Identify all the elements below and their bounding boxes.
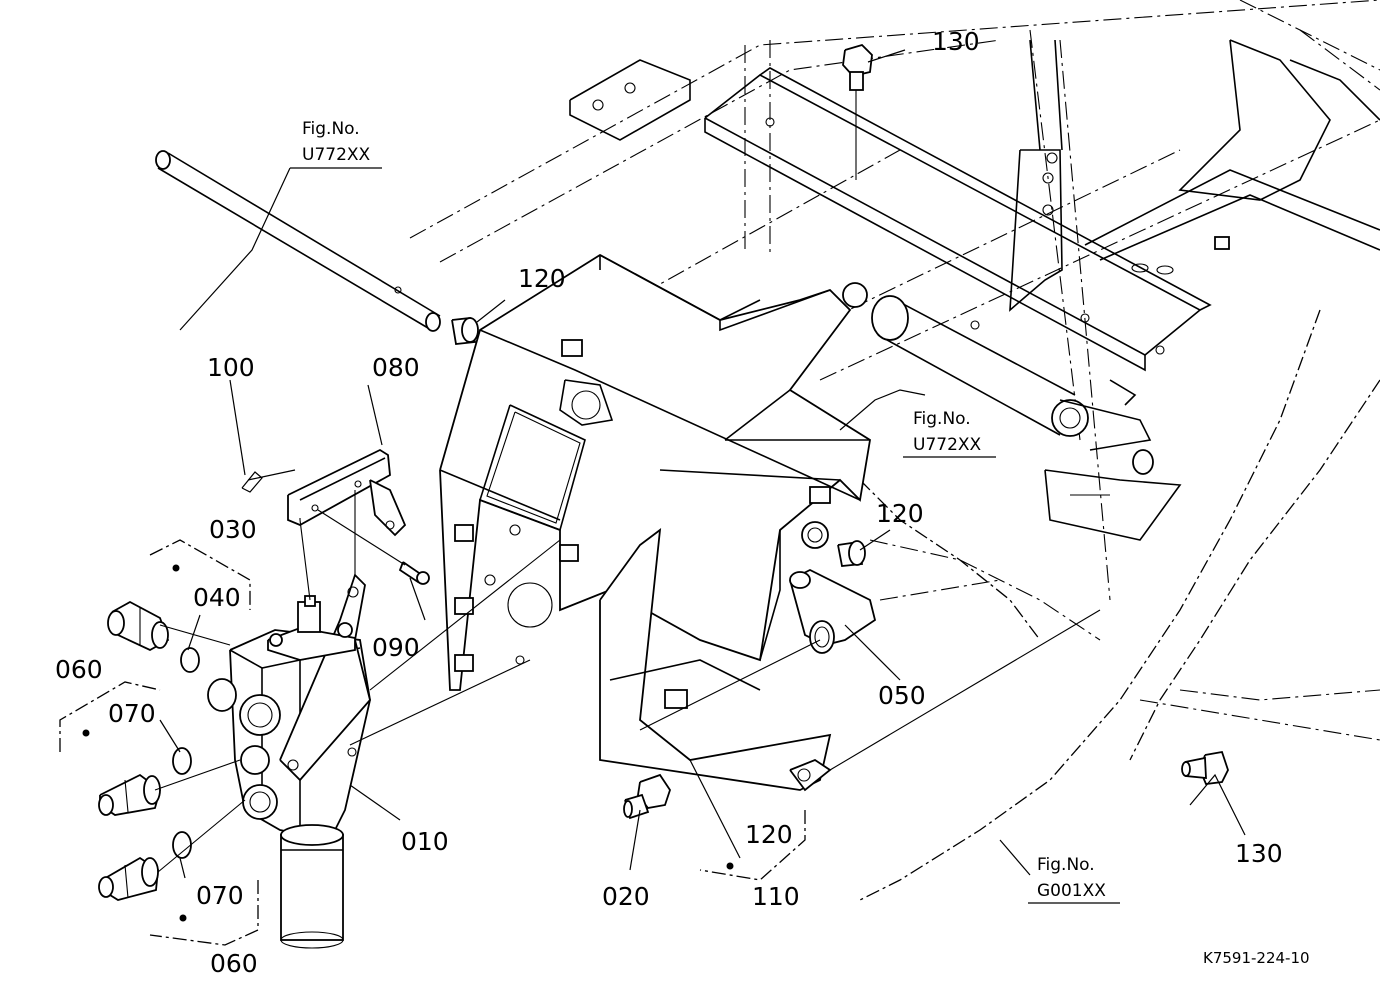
callout-040: 040 bbox=[193, 583, 241, 612]
bolt-130-top bbox=[842, 43, 873, 180]
bolt-020 bbox=[623, 773, 671, 820]
control-valve bbox=[207, 573, 371, 949]
figure-reference-2: Fig.No. U772XX bbox=[903, 409, 996, 458]
callout-080: 080 bbox=[372, 353, 420, 382]
pivot-shaft bbox=[871, 295, 1182, 541]
group-bracket-060-upper bbox=[59, 681, 161, 752]
fitting-060-upper bbox=[98, 773, 162, 816]
bushing-upper-pivot bbox=[842, 282, 868, 308]
bushing-120-top bbox=[451, 317, 479, 345]
callout-050: 050 bbox=[878, 681, 926, 710]
fitting-030 bbox=[107, 600, 170, 652]
fig-ref-caption: Fig.No. bbox=[913, 409, 971, 429]
callout-010: 010 bbox=[401, 827, 449, 856]
callout-070-upper: 070 bbox=[108, 699, 156, 728]
callout-120-top: 120 bbox=[518, 264, 566, 293]
figure-reference-3: Fig.No. G001XX bbox=[1028, 855, 1120, 904]
bushing-120-right bbox=[1132, 449, 1154, 475]
callout-130-top: 130 bbox=[932, 27, 980, 56]
callout-060-upper: 060 bbox=[55, 655, 103, 684]
group-bracket-060-lower bbox=[149, 880, 259, 946]
fig-ref-caption: Fig.No. bbox=[302, 119, 360, 139]
bushing-parts bbox=[451, 282, 1154, 567]
callout-130-right: 130 bbox=[1235, 839, 1283, 868]
o-ring-040 bbox=[180, 647, 200, 673]
figure-reference-1: Fig.No. U772XX bbox=[290, 119, 382, 169]
lever-080 bbox=[287, 448, 407, 537]
bolt-130-right bbox=[1181, 750, 1229, 785]
elbow-fitting-050 bbox=[789, 568, 877, 654]
cross-member bbox=[569, 59, 1212, 372]
callout-070-lower: 070 bbox=[196, 881, 244, 910]
callout-090: 090 bbox=[372, 633, 420, 662]
o-ring-070-upper bbox=[172, 747, 192, 775]
gusset-plate bbox=[599, 528, 832, 792]
drawing-code: K7591-224-10 bbox=[1203, 949, 1310, 967]
callout-120-mid: 120 bbox=[876, 499, 924, 528]
callout-110: 110 bbox=[752, 882, 800, 911]
callout-100: 100 bbox=[207, 353, 255, 382]
frame-post bbox=[1009, 39, 1380, 312]
fig-ref-code: U772XX bbox=[913, 435, 982, 455]
fig-ref-caption: Fig.No. bbox=[1037, 855, 1095, 875]
fig-ref-code: G001XX bbox=[1037, 881, 1106, 901]
mounting-bracket bbox=[439, 253, 871, 691]
shaft-left bbox=[155, 150, 441, 332]
fitting-060-lower bbox=[98, 856, 159, 901]
callout-120-bottom: 120 bbox=[745, 820, 793, 849]
pin-100 bbox=[241, 469, 296, 493]
callout-labels: 130 130 120 120 120 100 080 030 040 090 … bbox=[55, 27, 1283, 978]
callout-060-lower: 060 bbox=[210, 949, 258, 978]
fig-ref-code: U772XX bbox=[302, 145, 371, 165]
callout-030: 030 bbox=[209, 515, 257, 544]
callout-020: 020 bbox=[602, 882, 650, 911]
group-bracket-110 bbox=[699, 810, 806, 881]
leader-lines bbox=[154, 49, 1246, 879]
phantom-frame-lines bbox=[409, 0, 1380, 901]
group-bracket-030 bbox=[149, 539, 251, 610]
o-ring-070-lower bbox=[172, 831, 192, 859]
pin-090 bbox=[398, 561, 430, 585]
bushing-120-mid bbox=[837, 540, 866, 567]
reference-dots bbox=[82, 564, 734, 922]
